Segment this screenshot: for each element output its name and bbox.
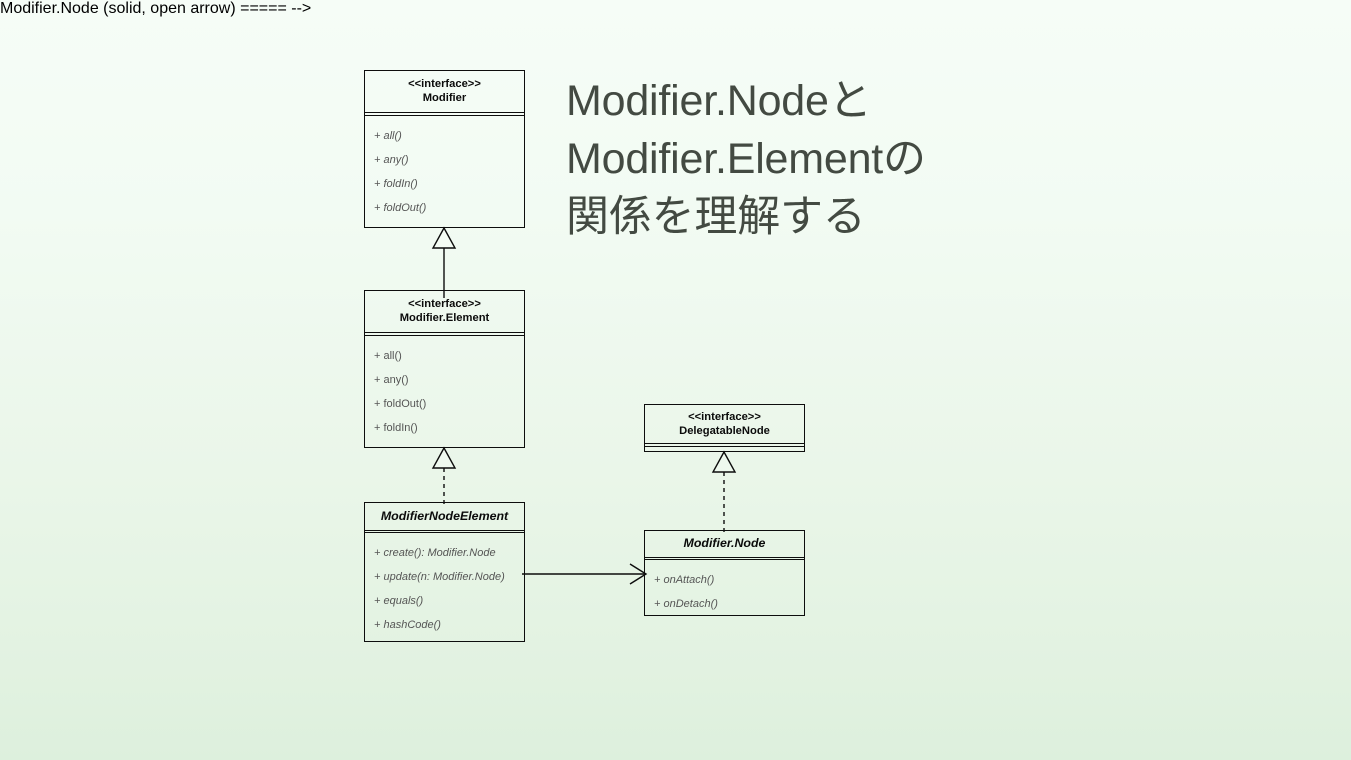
class-member: + hashCode() bbox=[374, 619, 441, 632]
class-member: + onDetach() bbox=[654, 598, 718, 611]
compartment-separator bbox=[365, 113, 524, 116]
class-stereotype: <<interface>> bbox=[408, 298, 481, 310]
class-header-modifier-node: Modifier.Node bbox=[645, 531, 804, 558]
uml-class-modifier-node[interactable]: Modifier.Node + onAttach() + onDetach() bbox=[644, 530, 805, 616]
class-member: + equals() bbox=[374, 595, 424, 608]
class-members-modifier-node-element: + create(): Modifier.Node + update(n: Mo… bbox=[365, 533, 524, 645]
class-name: Modifier.Element bbox=[399, 311, 490, 324]
class-stereotype: <<interface>> bbox=[688, 411, 761, 423]
class-name: Modifier bbox=[422, 91, 467, 104]
class-member: + foldOut() bbox=[374, 397, 427, 410]
class-member: + all() bbox=[374, 129, 402, 142]
class-member: + all() bbox=[374, 349, 402, 362]
uml-class-delegatable-node[interactable]: <<interface>> DelegatableNode bbox=[644, 404, 805, 452]
class-members-modifier-node: + onAttach() + onDetach() bbox=[645, 560, 804, 624]
uml-class-modifier-element[interactable]: <<interface>> Modifier.Element + all() +… bbox=[364, 290, 525, 448]
compartment-separator bbox=[645, 444, 804, 447]
uml-class-modifier-node-element[interactable]: ModifierNodeElement + create(): Modifier… bbox=[364, 502, 525, 642]
class-name: Modifier.Node bbox=[683, 536, 766, 550]
page-title: Modifier.Nodeと Modifier.Elementの 関係を理解する bbox=[566, 77, 926, 241]
relation-realization-node-to-delegatable bbox=[704, 450, 744, 534]
uml-class-modifier[interactable]: <<interface>> Modifier + all() + any() +… bbox=[364, 70, 525, 228]
class-name: ModifierNodeElement bbox=[380, 509, 509, 523]
class-header-modifier: <<interface>> Modifier bbox=[365, 71, 524, 114]
class-members-delegatable-node bbox=[645, 447, 804, 452]
relation-generalization-element-to-modifier bbox=[424, 226, 464, 298]
compartment-separator bbox=[365, 333, 524, 336]
class-member: + any() bbox=[374, 153, 409, 166]
relation-realization-nodeelement-to-element bbox=[424, 446, 464, 508]
class-header-modifier-node-element: ModifierNodeElement bbox=[365, 503, 524, 531]
class-name: DelegatableNode bbox=[679, 424, 770, 437]
class-member: + onAttach() bbox=[654, 574, 715, 587]
class-member: + foldIn() bbox=[374, 177, 418, 190]
class-members-modifier-element: + all() + any() + foldOut() + foldIn() bbox=[365, 336, 524, 448]
compartment-separator bbox=[365, 531, 524, 534]
class-members-modifier: + all() + any() + foldIn() + foldOut() bbox=[365, 116, 524, 228]
class-member: + foldOut() bbox=[374, 201, 427, 214]
relation-association-nodeelement-to-node bbox=[522, 558, 648, 590]
class-member: + foldIn() bbox=[374, 421, 418, 434]
class-member: + any() bbox=[374, 373, 409, 386]
class-header-modifier-element: <<interface>> Modifier.Element bbox=[365, 291, 524, 334]
class-member: + update(n: Modifier.Node) bbox=[374, 571, 505, 584]
compartment-separator bbox=[645, 558, 804, 561]
class-header-delegatable-node: <<interface>> DelegatableNode bbox=[645, 405, 804, 445]
class-stereotype: <<interface>> bbox=[408, 78, 481, 90]
class-member: + create(): Modifier.Node bbox=[374, 547, 496, 560]
